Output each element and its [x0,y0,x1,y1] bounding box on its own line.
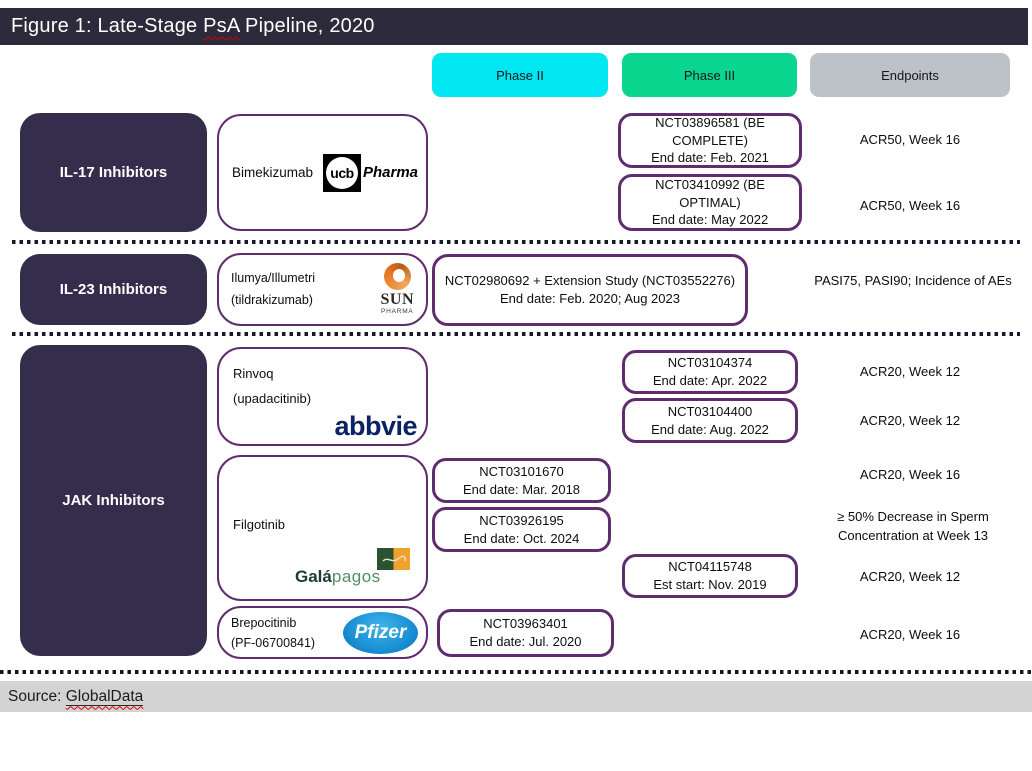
endpoint-text: ACR20, Week 12 [859,413,961,428]
category-box-il17-inhibitors: IL-17 Inhibitors [20,113,207,232]
ucb-pharma-logo: ucb Pharma [322,153,418,192]
drug-name: Filgotinib [233,517,286,532]
row-separator [12,240,1020,244]
drug-name: Bimekizumab [232,165,314,180]
endpoint-text: PASI75, PASI90; Incidence of AEs [814,273,1012,288]
title-psa-term: PsA [203,15,240,37]
trial-box-nct03101670: NCT03101670 End date: Mar. 2018 [432,458,611,503]
drug-name: Ilumya/Illumetri (tildrakizumab) [231,271,316,307]
endpoint-text: ACR20, Week 16 [859,467,961,482]
source-text: Source: GlobalData [8,687,144,706]
drug-box-rinvoq: Rinvoq (upadacitinib) abbvie [217,347,428,446]
endpoint-text: ACR20, Week 12 [859,569,961,584]
endpoint-text: ACR20, Week 16 [859,627,961,642]
row-separator [12,332,1020,336]
endpoint-text: ACR20, Week 12 [859,364,961,379]
category-box-jak-inhibitors: JAK Inhibitors [20,345,207,656]
abbvie-logo: abbvie [334,411,417,441]
sun-pharma-logo: SUN PHARMA [380,263,414,316]
pfizer-logo: Pfizer [343,611,418,654]
ucb-square-icon: ucb [322,153,361,192]
drug-box-brepocitinib: Brepocitinib (PF-06700841) Pfizer [217,606,428,659]
figure-title-bar: Figure 1: Late-Stage PsA Pipeline, 2020 [0,8,1028,45]
source-bar: Source: GlobalData [0,681,1032,712]
trial-box-nct02980692: NCT02980692 + Extension Study (NCT035522… [432,254,748,326]
trial-box-nct03926195: NCT03926195 End date: Oct. 2024 [432,507,611,552]
drug-box-ilumya: Ilumya/Illumetri (tildrakizumab) SUN PHA… [217,253,428,326]
galapagos-flag-icon [377,548,410,570]
column-header-phase3: Phase III [622,53,797,97]
endpoint-text: ACR50, Week 16 [859,132,961,147]
page-title: Figure 1: Late-Stage PsA Pipeline, 2020 [11,15,375,37]
trial-box-nct04115748: NCT04115748 Est start: Nov. 2019 [622,554,798,598]
source-link[interactable]: GlobalData [65,687,144,706]
sun-swirl-icon [383,263,411,291]
column-header-phase2: Phase II [432,53,608,97]
trial-box-nct03410992: NCT03410992 (BE OPTIMAL) End date: May 2… [618,174,802,231]
drug-box-bimekizumab: Bimekizumab ucb Pharma [217,114,428,231]
column-header-endpoints: Endpoints [810,53,1010,97]
row-separator [0,670,1032,674]
trial-box-nct03896581: NCT03896581 (BE COMPLETE) End date: Feb.… [618,113,802,168]
endpoint-text: ACR50, Week 16 [859,198,961,213]
drug-name: Rinvoq [233,366,274,381]
trial-box-nct03104374: NCT03104374 End date: Apr. 2022 [622,350,798,394]
endpoint-text: ≥ 50% Decrease in Sperm Concentration at… [837,509,989,543]
trial-box-nct03104400: NCT03104400 End date: Aug. 2022 [622,398,798,443]
drug-name: Brepocitinib (PF-06700841) [231,615,316,650]
trial-box-nct03963401: NCT03963401 End date: Jul. 2020 [437,609,614,657]
category-box-il23-inhibitors: IL-23 Inhibitors [20,254,207,325]
galapagos-logo: Galápagos [295,567,381,586]
drug-box-filgotinib: Filgotinib Galápagos [217,455,428,601]
